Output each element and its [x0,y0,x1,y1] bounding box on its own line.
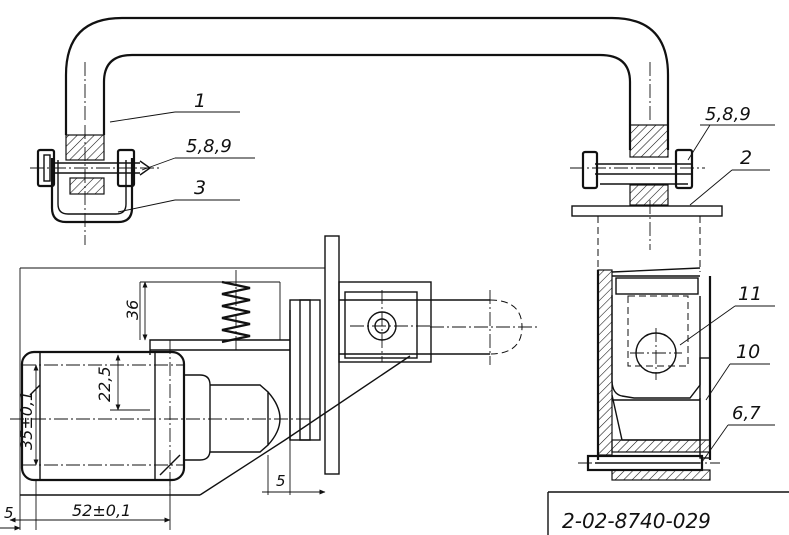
dim-36-text: 36 [123,300,142,320]
dim-35-text: 35±0,1 [17,391,36,450]
callout-right-589: 5,8,9 [705,104,751,125]
callout-left-589: 5,8,9 [186,136,232,157]
dimension-lines [0,281,326,531]
drawing-number: 2-02-8740-029 [562,509,711,533]
right-hinge-assembly [570,124,723,272]
dim-5-bottom-text: 5 [276,472,286,490]
handle-tube [64,16,670,150]
leader-lines [109,111,775,463]
right-side-body [578,267,720,481]
part-10-label: 10 [736,341,760,363]
part-1-label: 1 [194,90,206,112]
dim-22-5-text: 22,5 [95,366,114,402]
dim-5-left-text: 5 [4,504,14,522]
part-11-label: 11 [738,283,762,305]
dim-52-text: 52±0,1 [72,501,131,520]
main-view-lock [10,235,540,530]
part-2-label: 2 [740,147,752,169]
spring [221,280,251,344]
left-hinge-assembly [30,125,160,245]
part-3-label: 3 [194,177,206,199]
title-block: 2-02-8740-029 [547,491,789,535]
callout-67: 6,7 [732,403,761,424]
